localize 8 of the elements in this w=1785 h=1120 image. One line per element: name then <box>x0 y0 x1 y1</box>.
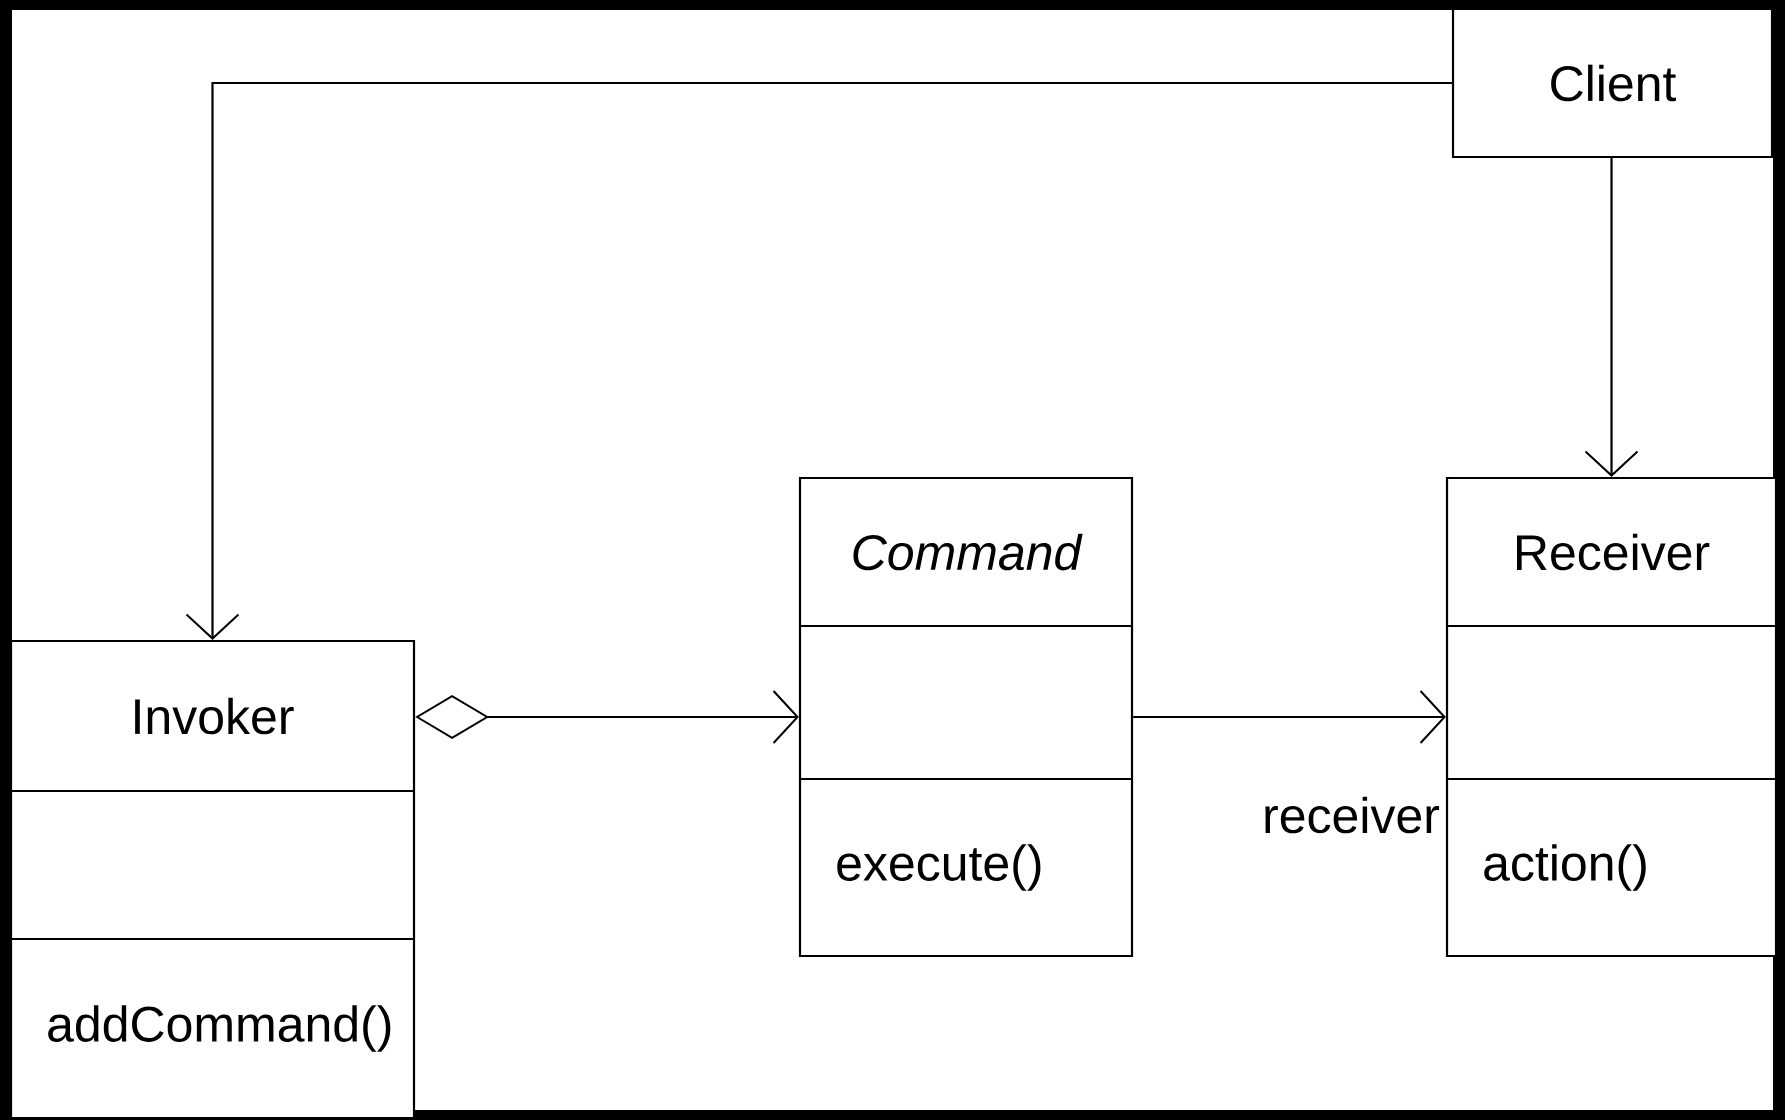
edge-label: receiver <box>1260 794 1442 836</box>
arrow <box>1133 690 1446 744</box>
class-box: Receiver action() <box>1445 476 1778 958</box>
class-box: Invoker addCommand() <box>9 639 416 1120</box>
arrow <box>1584 158 1639 477</box>
class-box: Client <box>1451 7 1774 159</box>
class-box: Command execute() <box>798 476 1134 958</box>
arrow <box>185 81 1452 640</box>
